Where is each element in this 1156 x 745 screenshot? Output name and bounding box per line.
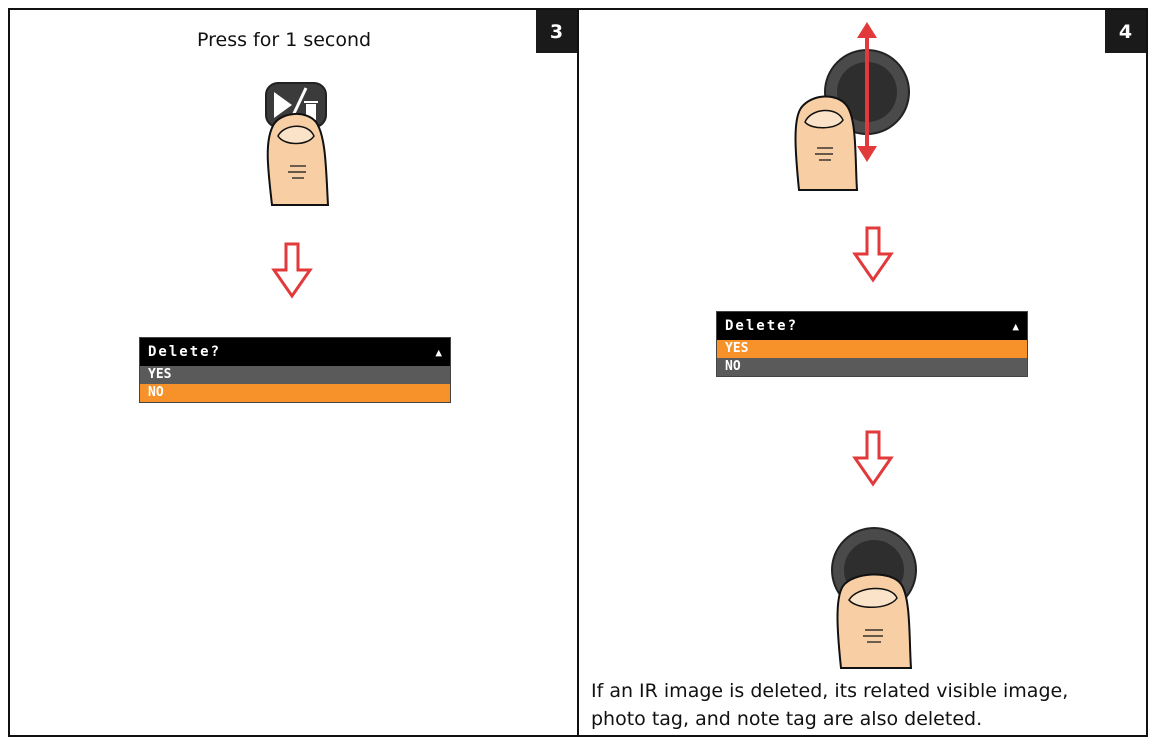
menu-option-no[interactable]: NO: [140, 384, 450, 402]
menu-option-yes[interactable]: YES: [717, 340, 1027, 358]
step-caption: Press for 1 second: [197, 29, 372, 51]
deletion-note: If an IR image is deleted, its related v…: [591, 680, 1069, 730]
step-badge: 3: [536, 10, 577, 53]
menu-title: Delete?: [148, 344, 222, 360]
menu-option-no[interactable]: NO: [717, 358, 1027, 376]
sort-arrows-icon: ▲: [435, 345, 442, 359]
menu-option-yes[interactable]: YES: [140, 366, 450, 384]
menu-title: Delete?: [725, 318, 799, 334]
step-3-panel: 3 Press for 1 second Delete? ▲ YES NO: [8, 8, 579, 737]
navigation-knob-icon: [831, 527, 917, 669]
step-badge: 4: [1105, 10, 1146, 53]
down-arrow-icon: [852, 430, 894, 487]
menu-header: Delete? ▲: [717, 312, 1027, 340]
down-arrow-icon: [271, 242, 313, 299]
delete-confirm-menu: Delete? ▲ YES NO: [140, 338, 450, 402]
navigation-knob-icon: [794, 22, 910, 191]
sort-arrows-icon: ▲: [1012, 319, 1019, 333]
delete-confirm-menu: Delete? ▲ YES NO: [717, 312, 1027, 376]
up-down-arrow-icon: [857, 22, 877, 162]
play-delete-button-icon: [265, 82, 330, 206]
menu-header: Delete? ▲: [140, 338, 450, 366]
down-arrow-icon: [852, 226, 894, 283]
step-4-panel: 4 Delete? ▲ YES NO: [577, 8, 1148, 737]
